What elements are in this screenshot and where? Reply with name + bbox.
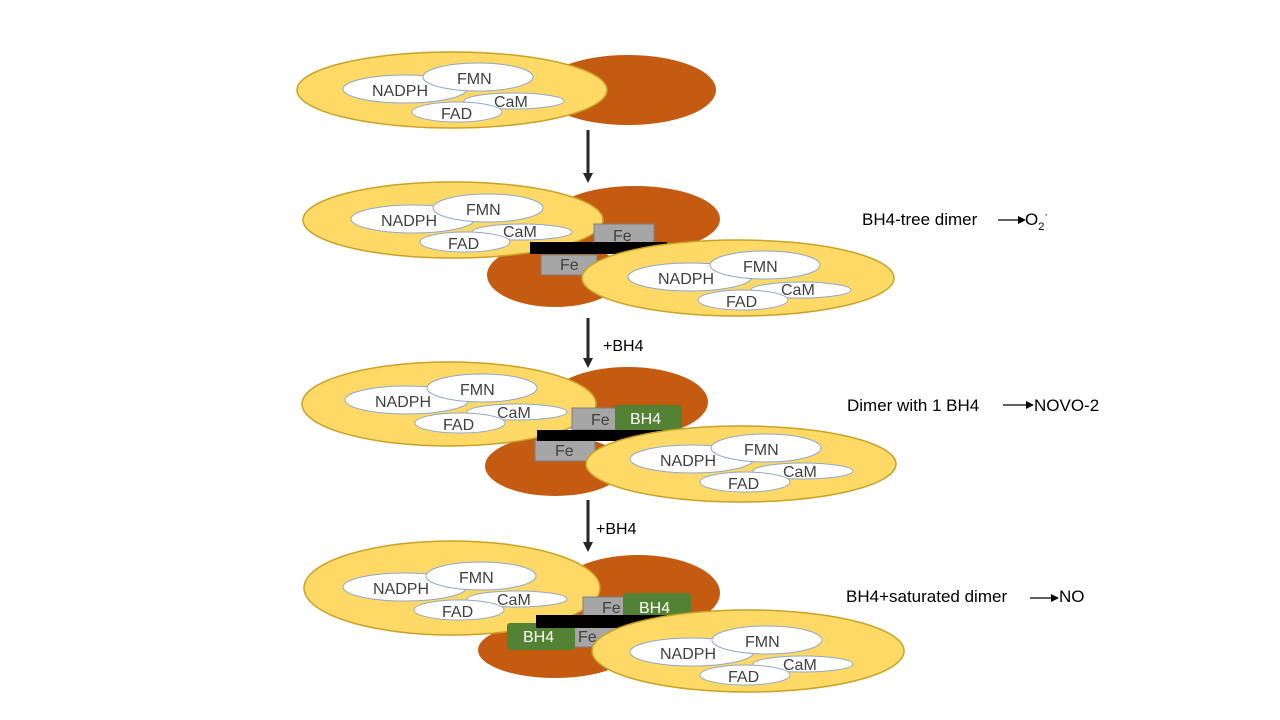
fe-label: Fe xyxy=(591,412,610,429)
fad-ellipse xyxy=(699,664,791,686)
fad-label: FAD xyxy=(443,417,474,434)
nadph-label: NADPH xyxy=(658,271,714,288)
annotation-row4: BH4+saturated dimer NO xyxy=(846,587,1085,606)
fad-ellipse xyxy=(419,231,511,253)
annotation-product: O2· xyxy=(1025,209,1048,233)
annotation-text: Dimer with 1 BH4 xyxy=(847,396,979,415)
fmn-label: FMN xyxy=(743,259,778,276)
fad-label: FAD xyxy=(448,236,479,253)
fad-label: FAD xyxy=(442,604,473,621)
fad-ellipse xyxy=(414,412,506,434)
fmn-ellipse xyxy=(710,433,822,463)
bh4-label: BH4 xyxy=(523,629,554,646)
bh4-label: BH4 xyxy=(630,411,661,428)
bh4-box xyxy=(507,623,575,650)
annotation-text: BH4-tree dimer xyxy=(862,210,978,229)
dimer-one-bh4: NADPH FMN CaM FAD Fe BH4 Fe NADPH FMN Ca… xyxy=(301,361,897,503)
fmn-ellipse xyxy=(425,561,537,591)
nadph-label: NADPH xyxy=(375,394,431,411)
product-main: O xyxy=(1025,210,1038,229)
fe-label: Fe xyxy=(602,600,621,617)
monomer-1: NADPH FMN CaM FAD xyxy=(296,51,716,129)
annotation-product: NOVO-2 xyxy=(1034,396,1099,415)
bh4-box xyxy=(623,593,691,621)
nadph-label: NADPH xyxy=(660,453,716,470)
fad-label: FAD xyxy=(728,669,759,686)
fe-label: Fe xyxy=(555,443,574,460)
nadph-label: NADPH xyxy=(660,646,716,663)
fmn-ellipse xyxy=(426,373,538,403)
annotation-text: BH4+saturated dimer xyxy=(846,587,1007,606)
fad-ellipse xyxy=(413,599,505,621)
cam-label: CaM xyxy=(494,94,528,111)
cam-label: CaM xyxy=(497,405,531,422)
linker-bar xyxy=(537,430,663,441)
nadph-label: NADPH xyxy=(373,581,429,598)
cam-label: CaM xyxy=(781,282,815,299)
fe-label: Fe xyxy=(578,629,597,646)
bh4-label: BH4 xyxy=(639,600,670,617)
fad-ellipse xyxy=(411,101,503,123)
bh4-box xyxy=(615,405,682,432)
cam-label: CaM xyxy=(783,657,817,674)
fmn-label: FMN xyxy=(460,382,495,399)
fmn-ellipse xyxy=(711,625,823,655)
fad-label: FAD xyxy=(726,294,757,311)
nadph-label: NADPH xyxy=(372,83,428,100)
fmn-label: FMN xyxy=(459,570,494,587)
step-label: +BH4 xyxy=(603,338,644,355)
fmn-label: FMN xyxy=(745,634,780,651)
fad-ellipse xyxy=(697,289,789,311)
product-sup: · xyxy=(1044,209,1048,221)
step-label: +BH4 xyxy=(596,521,637,538)
cam-label: CaM xyxy=(503,224,537,241)
fmn-ellipse xyxy=(709,250,821,280)
cam-label: CaM xyxy=(783,464,817,481)
fmn-ellipse xyxy=(422,62,534,92)
annotation-row3: Dimer with 1 BH4 NOVO-2 xyxy=(847,396,1099,415)
fad-label: FAD xyxy=(728,476,759,493)
oxygenase-domain xyxy=(550,186,720,252)
cam-label: CaM xyxy=(497,592,531,609)
product-sub: 2 xyxy=(1038,221,1044,233)
fmn-label: FMN xyxy=(466,202,501,219)
annotation-product: NO xyxy=(1059,587,1085,606)
fmn-label: FMN xyxy=(457,71,492,88)
fmn-label: FMN xyxy=(744,442,779,459)
fmn-ellipse xyxy=(432,193,544,223)
nadph-label: NADPH xyxy=(381,213,437,230)
dimer-bh4-saturated: NADPH FMN CaM FAD Fe BH4 Fe BH4 NADPH FM… xyxy=(303,540,905,693)
fad-ellipse xyxy=(699,471,791,493)
dimer-bh4-free: NADPH FMN CaM FAD Fe Fe NADPH FMN CaM FA… xyxy=(302,181,895,317)
fad-label: FAD xyxy=(441,106,472,123)
annotation-row2: BH4-tree dimer O2· xyxy=(862,209,1048,233)
fe-label: Fe xyxy=(560,257,579,274)
fe-label: Fe xyxy=(613,228,632,245)
